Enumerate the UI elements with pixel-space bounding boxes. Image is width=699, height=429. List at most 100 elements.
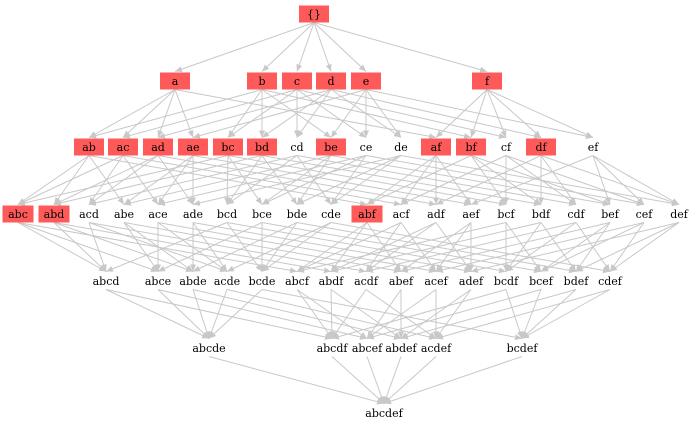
node-ac[interactable]: ac [108,138,138,156]
node-label-abcde: abcde [192,342,225,355]
edge-cf-acf [400,155,507,205]
node-ade[interactable]: ade [183,208,203,221]
edge-abce-abcde [157,289,210,339]
node-def[interactable]: def [670,208,689,221]
node-abf[interactable]: abf [351,205,383,223]
node-acde[interactable]: acde [214,275,240,288]
node-abcd[interactable]: abcd [93,275,120,288]
node-be[interactable]: be [316,138,346,156]
node-bcdef[interactable]: bcdef [507,342,539,355]
node-ace[interactable]: ace [148,208,167,221]
node-de[interactable]: de [394,141,408,154]
node-b[interactable]: b [247,72,277,90]
edge-e-be [330,89,367,138]
edge-f-df [486,89,542,138]
node-ef[interactable]: ef [588,141,600,154]
edge--f [313,22,488,73]
node-a[interactable]: a [160,72,190,90]
node-acdef[interactable]: acdef [421,342,452,355]
node-abcf[interactable]: abcf [285,275,310,288]
node-d[interactable]: d [316,72,346,90]
edge-cdef-bcdef [521,289,611,339]
node-abcdf[interactable]: abcdf [317,342,349,355]
node-bc[interactable]: bc [213,138,243,156]
node-bcd[interactable]: bcd [217,208,237,221]
node-abde[interactable]: abde [179,275,206,288]
node-label-bde: bde [287,208,308,221]
node-ad[interactable]: ad [143,138,173,156]
node-label-ac: ac [117,141,130,154]
node-bcef[interactable]: bcef [529,275,554,288]
node-abcef[interactable]: abcef [352,342,383,355]
edge-abcf-abcdf [296,289,333,339]
node-bce[interactable]: bce [252,208,272,221]
node-adef[interactable]: adef [459,275,484,288]
node-label-bce: bce [252,208,272,221]
node-cf[interactable]: cf [501,141,512,154]
edge-de-cde [330,155,402,205]
node-af[interactable]: af [421,138,451,156]
node-aef[interactable]: aef [462,208,480,221]
node-adf[interactable]: adf [427,208,446,221]
node-bdef[interactable]: bdef [564,275,590,288]
node-abef[interactable]: abef [389,275,414,288]
node-abce[interactable]: abce [145,275,171,288]
edge-bf-abf [366,155,472,205]
node-abdf[interactable]: abdf [319,275,345,288]
node-acdf[interactable]: acdf [354,275,379,288]
node-bcde[interactable]: bcde [249,275,276,288]
node-bef[interactable]: bef [601,208,620,221]
node-f[interactable]: f [472,72,502,90]
node-bdf[interactable]: bdf [532,208,551,221]
node-ab[interactable]: ab [74,138,104,156]
edge-de-ade [192,155,402,206]
node-abdef[interactable]: abdef [385,342,417,355]
node-bcf[interactable]: bcf [497,208,515,221]
node-label-bcf: bcf [497,208,515,221]
node-bd[interactable]: bd [247,138,277,156]
node-c[interactable]: c [282,72,312,90]
edge-e-de [365,89,402,138]
node-label-cde: cde [321,208,341,221]
edge-e-ae [192,89,367,139]
node-cde[interactable]: cde [321,208,341,221]
node-label-abdef: abdef [385,342,417,355]
node-abcdef[interactable]: abcdef [365,407,403,420]
edge-d-cd [296,89,332,138]
node-acef[interactable]: acef [424,275,448,288]
node-ae[interactable]: ae [178,138,208,156]
node-box-d [316,72,346,90]
node-cdef[interactable]: cdef [598,275,623,288]
node-cdf[interactable]: cdf [567,208,585,221]
node-abc[interactable]: abc [2,205,34,223]
node-cd[interactable]: cd [290,141,303,154]
node-label-abcef: abcef [352,342,383,355]
edge-ce-bce [261,155,367,205]
edge-abce-abcef [157,289,368,340]
node-label-cdf: cdf [567,208,585,221]
node-bde[interactable]: bde [287,208,308,221]
node-bcdf[interactable]: bcdf [494,275,519,288]
node-df[interactable]: df [526,138,556,156]
node-label-cdef: cdef [598,275,623,288]
node-empty-set[interactable]: {} [299,5,329,23]
edge-cef-acef [435,222,645,273]
node-e[interactable]: e [351,72,381,90]
node-abcde[interactable]: abcde [192,342,225,355]
edge-ac-abc [17,155,124,205]
node-acd[interactable]: acd [79,208,99,221]
node-abd[interactable]: abd [38,205,70,223]
node-cef[interactable]: cef [636,208,654,221]
node-ce[interactable]: ce [360,141,373,154]
node-bf[interactable]: bf [456,138,486,156]
edge-abc-abce [17,222,159,273]
node-acf[interactable]: acf [393,208,411,221]
edge-c-ce [296,89,367,138]
edge-ac-ace [122,155,159,205]
edge--d [313,22,332,72]
edge-aef-acef [435,222,472,272]
node-label-be: be [324,141,338,154]
node-box-b [247,72,277,90]
node-abe[interactable]: abe [114,208,134,221]
